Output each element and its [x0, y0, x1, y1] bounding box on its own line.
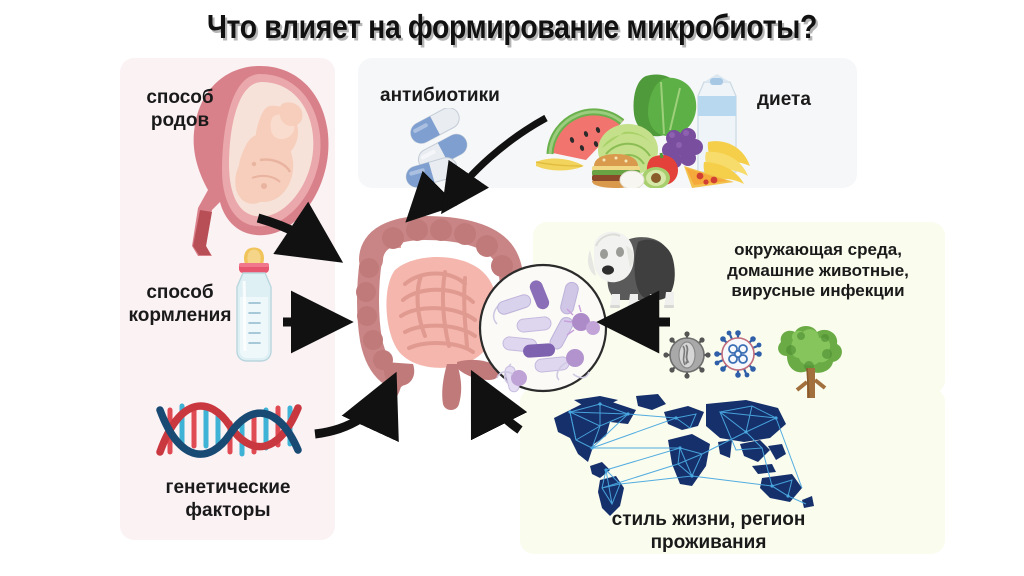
- capsule-pills-icon: [405, 108, 468, 188]
- label-feeding-mode-line1: способ: [146, 282, 214, 303]
- label-environment-line1: окружающая среда,: [734, 240, 902, 259]
- page-title: Что влияет на формирование микробиоты?: [206, 8, 818, 45]
- sheepdog-icon: [588, 231, 675, 308]
- baby-bottle-icon: [236, 247, 272, 362]
- food-assortment-icon: [535, 74, 750, 188]
- label-antibiotics: антибиотики: [380, 85, 500, 106]
- label-delivery-mode-line1: способ: [146, 87, 214, 108]
- label-environment-line3: вирусные инфекции: [731, 281, 905, 301]
- world-map-network-icon: [554, 394, 814, 516]
- label-environment-line2: домашние животные,: [727, 260, 909, 280]
- label-genetic-factors-line1: генетические: [165, 477, 291, 498]
- dna-helix-icon: [156, 402, 302, 458]
- label-environment: окружающая среда,домашние животные,вирус…: [698, 240, 938, 302]
- virus-gray-icon: [663, 331, 711, 379]
- label-genetic-factors-line2: факторы: [185, 500, 271, 522]
- label-feeding-mode-line2: кормления: [128, 305, 232, 327]
- tree-icon: [778, 326, 842, 399]
- label-diet: диета: [757, 89, 811, 110]
- label-lifestyle-line2: проживания: [650, 532, 767, 554]
- label-lifestyle-line1: стиль жизни, регион: [611, 509, 806, 530]
- virus-blue-icon: [714, 330, 762, 378]
- label-delivery-mode-line2: родов: [150, 110, 210, 132]
